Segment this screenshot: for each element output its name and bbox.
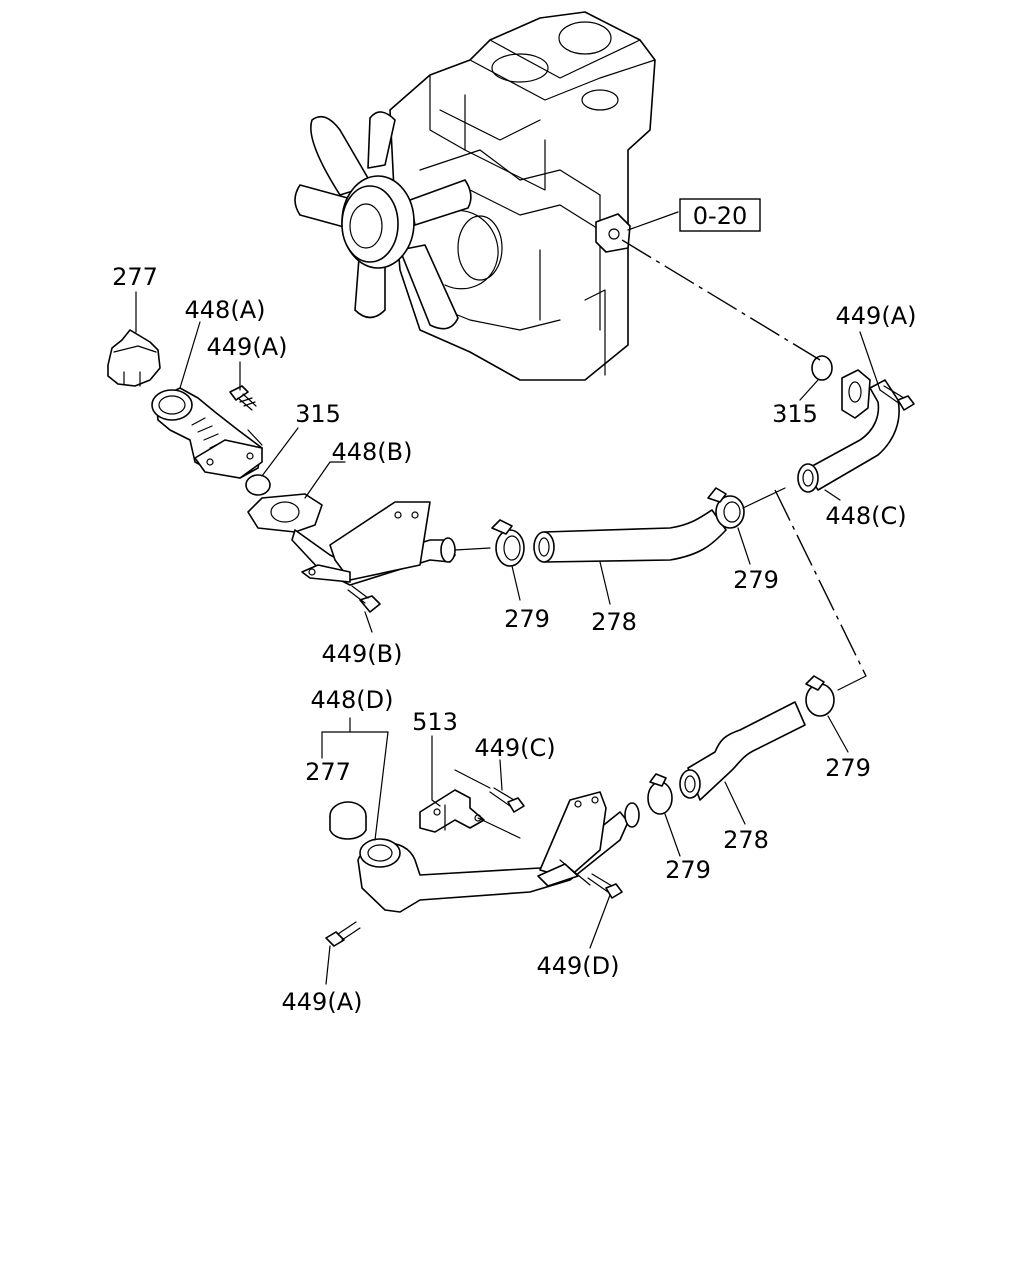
callout-279-b: 279 [733, 566, 779, 594]
callout-labels: 277 448(A) 449(A) 315 448(B) 449(B) 279 … [112, 263, 916, 1016]
bolt-449c [489, 787, 525, 813]
leader-lines [135, 211, 881, 985]
pipe-448c [797, 369, 900, 493]
callout-278-a: 278 [591, 608, 637, 636]
callout-277-top: 277 [112, 263, 158, 291]
hose-clamp-279-d [805, 675, 835, 717]
fan-assembly [294, 111, 472, 330]
callout-449a-right: 449(A) [836, 302, 917, 330]
bracket-513 [419, 769, 491, 833]
oring-315-right [811, 355, 833, 381]
reference-label: 0-20 [693, 202, 747, 230]
callout-449b: 449(B) [322, 640, 403, 668]
bolt-449a-left [229, 385, 257, 411]
pipe-448d [357, 791, 640, 913]
engine-block [389, 11, 656, 381]
callout-448d: 448(D) [310, 686, 393, 714]
callout-278-b: 278 [723, 826, 769, 854]
hose-278-lower [679, 701, 806, 801]
callout-449d: 449(D) [536, 952, 619, 980]
bolt-449d [587, 873, 623, 899]
callout-279-d: 279 [825, 754, 871, 782]
callout-448c: 448(C) [825, 502, 906, 530]
bolt-449b [347, 585, 381, 613]
filler-cap-top [107, 329, 161, 387]
callout-513: 513 [412, 708, 458, 736]
oring-315-left [245, 474, 271, 496]
callout-315-left: 315 [295, 400, 341, 428]
hose-clamp-279-a [491, 519, 525, 567]
callout-279-a: 279 [504, 605, 550, 633]
bolt-449a-right [879, 385, 915, 411]
callout-277-low: 277 [305, 758, 351, 786]
callout-449a-left: 449(A) [207, 333, 288, 361]
hose-clamp-279-b [707, 487, 745, 529]
bolt-449a-low [325, 921, 361, 947]
reference-box [679, 198, 761, 232]
callout-448b: 448(B) [332, 438, 413, 466]
filler-cap-low [329, 801, 367, 840]
hose-278-upper [533, 509, 727, 563]
callout-449a-low: 449(A) [282, 988, 363, 1016]
callout-448a: 448(A) [185, 296, 266, 324]
callout-315-right: 315 [772, 400, 818, 428]
callout-279-c: 279 [665, 856, 711, 884]
callout-449c: 449(C) [474, 734, 555, 762]
pipe-448b [247, 493, 456, 586]
hose-clamp-279-c [647, 773, 673, 815]
filler-neck-pipe [151, 387, 263, 479]
